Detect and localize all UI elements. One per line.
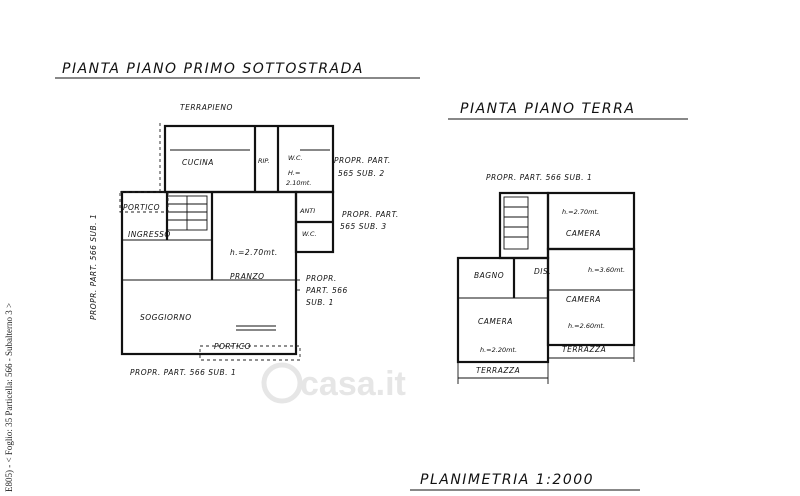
basement-title: PIANTA PIANO PRIMO SOTTOSTRADA (62, 61, 364, 77)
label-ingresso: INGRESSO (128, 230, 171, 239)
portico-bottom-dashed (199, 345, 301, 361)
label-propr-top: PROPR. PART. 566 SUB. 1 (486, 173, 592, 182)
label-wc1-h-value: 2.10mt. (286, 179, 311, 187)
portico-top-dashed (119, 191, 169, 213)
label-h-camera3: h.=2.20mt. (480, 346, 517, 354)
label-h-camera2: h.=3.60mt. (588, 266, 625, 274)
ground-stairs (503, 196, 529, 250)
label-propr-566-1a: PROPR. (306, 274, 337, 283)
label-terrazza1: TERRAZZA (562, 345, 606, 354)
label-bagno: BAGNO (474, 271, 504, 280)
label-terrapieno: TERRAPIENO (180, 103, 233, 112)
basement-plan: TERRAPIENO CUCINA RIP. W.C. H.= 2.10mt. … (89, 103, 399, 377)
label-cucina: CUCINA (182, 158, 214, 167)
planimetry-title: PLANIMETRIA 1:2000 (420, 472, 594, 488)
ground-plan: PROPR. PART. 566 SUB. 1 h.=2.70mt. CAMER… (456, 173, 636, 384)
side-note: E805) - < Foglio: 35 Particella: 566 - S… (4, 303, 14, 492)
label-camera3: CAMERA (478, 317, 513, 326)
watermark-logo (261, 362, 303, 404)
label-propr-566-1b: PART. 566 (306, 286, 348, 295)
label-rip: RIP. (258, 157, 270, 165)
label-propr-565-3a: PROPR. PART. (342, 210, 399, 219)
label-propr-565-2b: 565 SUB. 2 (338, 169, 385, 178)
label-terrazza2: TERRAZZA (476, 366, 520, 375)
ground-title: PIANTA PIANO TERRA (460, 101, 635, 117)
label-propr-left: PROPR. PART. 566 SUB. 1 (89, 214, 98, 320)
label-h-camera1: h.=2.70mt. (562, 208, 599, 216)
watermark-text: casa.it (300, 365, 406, 403)
main-body-walls (120, 190, 298, 356)
label-h-pranzo: h.=2.70mt. (230, 248, 278, 257)
label-anti: ANTI (299, 207, 315, 215)
label-dis: DIS. (534, 267, 551, 276)
label-wc2: W.C. (302, 230, 317, 238)
label-camera2: CAMERA (566, 295, 601, 304)
label-propr-565-3b: 565 SUB. 3 (340, 222, 387, 231)
label-portico-bottom: PORTICO (214, 342, 251, 351)
label-pranzo: PRANZO (230, 272, 265, 281)
label-h-camera2b: h.=2.60mt. (568, 322, 605, 330)
label-portico-top: PORTICO (123, 203, 160, 212)
label-wc1: W.C. (288, 154, 303, 162)
label-propr-bottom: PROPR. PART. 566 SUB. 1 (130, 368, 236, 377)
label-wc1-h: H.= (288, 169, 300, 177)
label-propr-566-1c: SUB. 1 (306, 298, 334, 307)
label-soggiorno: SOGGIORNO (140, 313, 192, 322)
label-propr-565-2a: PROPR. PART. (334, 156, 391, 165)
label-camera1: CAMERA (566, 229, 601, 238)
